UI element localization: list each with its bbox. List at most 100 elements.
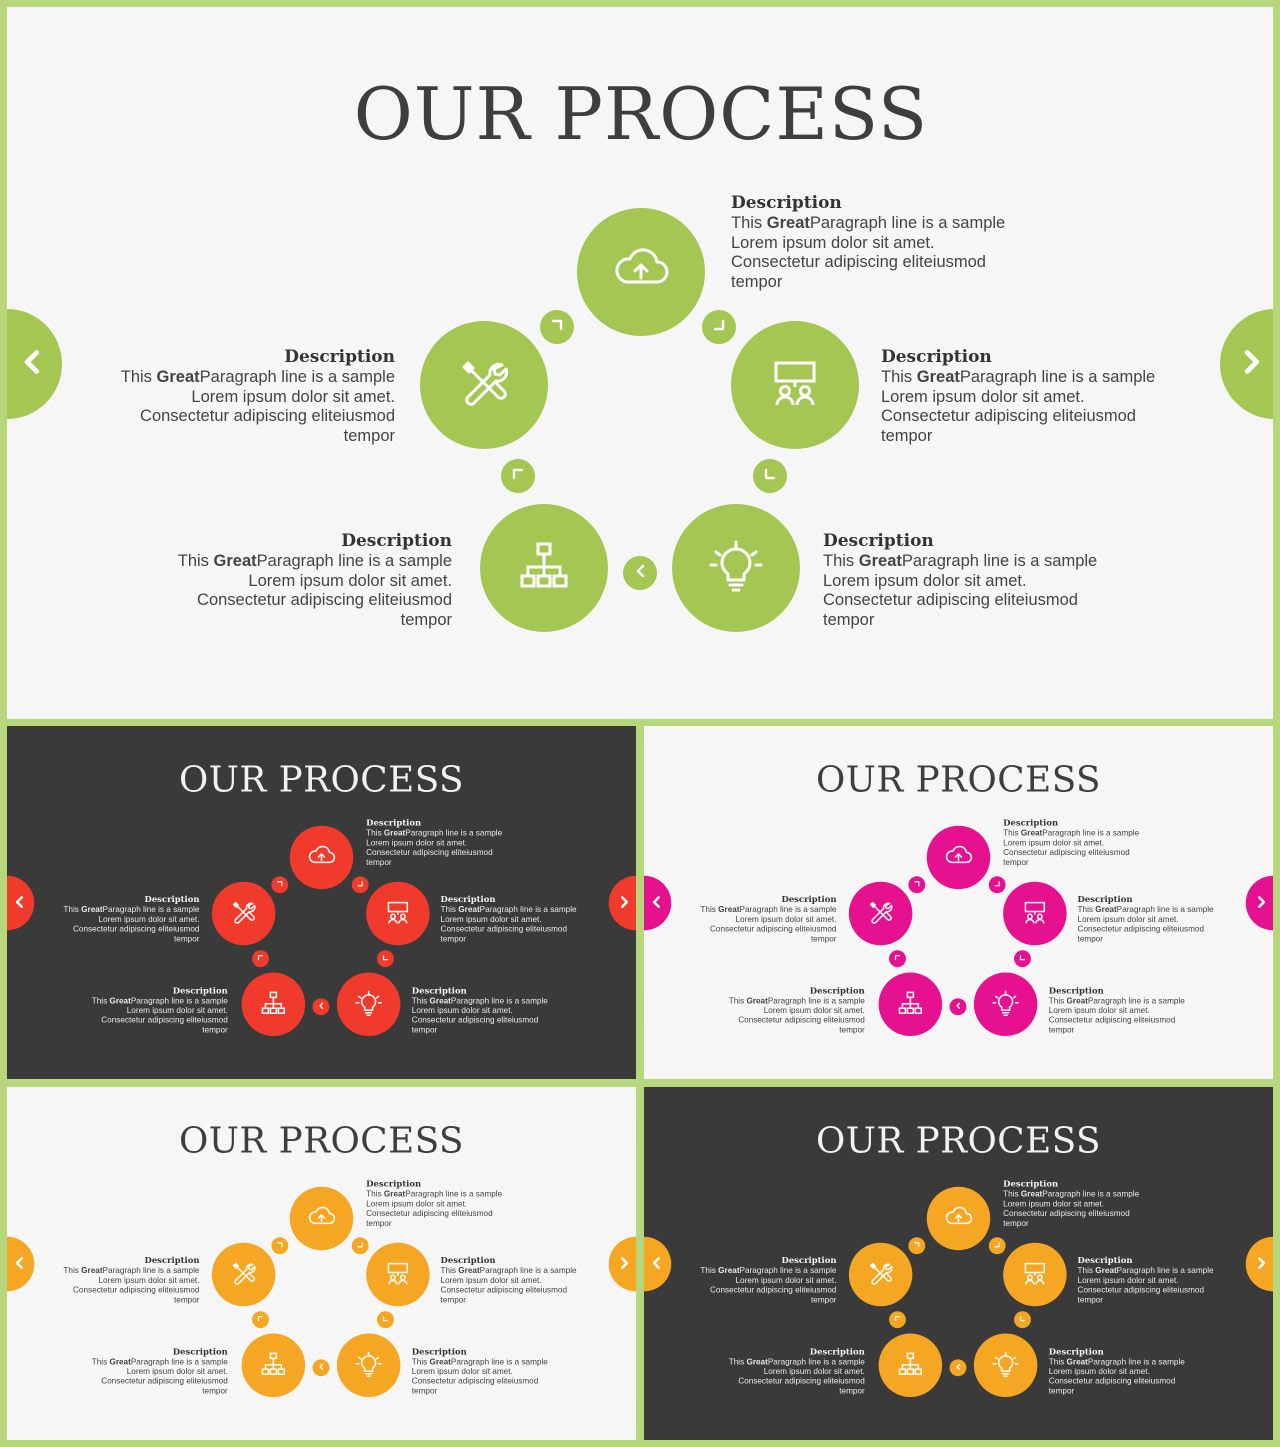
prev-slide-button[interactable]: [7, 1236, 35, 1292]
description-line: Lorem ipsum dolor sit amet.: [440, 914, 542, 924]
text-plain: This: [728, 1357, 747, 1367]
description-line: This GreatParagraph line is a sample: [79, 996, 228, 1006]
description-line: Lorem ipsum dolor sit amet.: [411, 1006, 513, 1015]
description-line: Consectetur adipiscing eliteiusmod: [738, 1376, 865, 1386]
prev-slide-button[interactable]: [7, 309, 62, 419]
description-line: tempor: [1077, 1295, 1104, 1305]
description-line: Lorem ipsum dolor sit amet.: [1077, 1275, 1179, 1285]
description-line: This GreatParagraph line is a sample: [152, 552, 452, 572]
connector-dot: [312, 1359, 330, 1377]
description-heading: Description: [411, 1346, 467, 1357]
org-chart-icon: [895, 987, 927, 1021]
description-line: Lorem ipsum dolor sit amet.: [1048, 1367, 1150, 1376]
description-line: tempor: [366, 857, 392, 867]
connector-dot: [501, 459, 535, 493]
description-line: This GreatParagraph line is a sample: [688, 905, 837, 915]
text-plain: This: [700, 1266, 719, 1276]
text-plain: Paragraph line is a sample: [901, 552, 1098, 570]
next-slide-button[interactable]: [608, 875, 636, 931]
description-line: This GreatParagraph line is a sample: [412, 1357, 561, 1367]
process-step-circle: [973, 972, 1038, 1037]
text-plain: This: [1003, 828, 1021, 838]
description-line: Consectetur adipiscing eliteiusmod: [881, 407, 1136, 425]
text-bold: Great: [81, 1266, 103, 1276]
description-heading: Description: [144, 894, 200, 905]
process-step-circle: [878, 972, 943, 1037]
text-plain: This: [366, 828, 384, 838]
text-plain: Paragraph line is a sample: [1116, 1266, 1214, 1276]
next-slide-button[interactable]: [1220, 309, 1273, 419]
description-line: Consectetur adipiscing eliteiusmod: [709, 924, 837, 934]
text-plain: Paragraph line is a sample: [479, 1266, 577, 1276]
corner-arrow-icon: [710, 316, 728, 339]
corner-arrow-icon: [993, 1240, 1002, 1251]
description-line: Lorem ipsum dolor sit amet.: [763, 1006, 865, 1015]
corner-arrow-icon: [893, 953, 902, 964]
chevron-left-icon: [10, 893, 34, 912]
prev-slide-button[interactable]: [644, 875, 672, 931]
chevron-right-icon: [1246, 1254, 1270, 1273]
prev-slide-button[interactable]: [644, 1236, 672, 1292]
description-line: Lorem ipsum dolor sit amet.: [731, 233, 935, 252]
cloud-upload-icon: [306, 1201, 338, 1235]
description-line: Consectetur adipiscing eliteiusmod: [140, 407, 395, 425]
slide-title: OUR PROCESS: [353, 72, 929, 156]
description-line: Lorem ipsum dolor sit amet.: [440, 1275, 542, 1285]
description-heading: Description: [731, 193, 842, 213]
cloud-upload-icon: [943, 840, 975, 874]
description-heading: Description: [341, 531, 452, 551]
text-bold: Great: [746, 996, 768, 1006]
description-line: tempor: [1048, 1025, 1075, 1035]
process-step-circle: [878, 1333, 943, 1398]
chevron-left-icon: [10, 1254, 34, 1273]
connector-dot: [252, 950, 269, 968]
description-line: Consectetur adipiscing eliteiusmod: [1003, 1209, 1130, 1218]
text-plain: Paragraph line is a sample: [102, 1266, 200, 1276]
corner-arrow-icon: [1018, 1314, 1027, 1325]
text-bold: Great: [429, 996, 451, 1006]
cloud-upload-icon: [943, 1201, 975, 1235]
text-plain: Paragraph line is a sample: [809, 214, 1006, 232]
description-line: tempor: [1003, 1218, 1029, 1228]
text-bold: Great: [109, 996, 131, 1006]
description-line: Consectetur adipiscing eliteiusmod: [1048, 1376, 1176, 1386]
presentation-people-icon: [382, 896, 414, 930]
next-slide-button[interactable]: [1245, 875, 1273, 931]
text-plain: Paragraph line is a sample: [1116, 905, 1214, 915]
description-line: Consectetur adipiscing eliteiusmod: [823, 591, 1078, 609]
text-bold: Great: [109, 1357, 131, 1367]
next-slide-button[interactable]: [1245, 1236, 1273, 1292]
description-line: Consectetur adipiscing eliteiusmod: [738, 1015, 865, 1025]
prev-slide-button[interactable]: [7, 875, 35, 931]
description-line: Lorem ipsum dolor sit amet.: [1077, 914, 1179, 924]
description-line: Lorem ipsum dolor sit amet.: [366, 838, 468, 848]
description-line: Consectetur adipiscing eliteiusmod: [440, 924, 568, 934]
description-heading: Description: [144, 1255, 200, 1266]
description-line: tempor: [173, 1295, 200, 1305]
description-line: Lorem ipsum dolor sit amet.: [191, 387, 395, 406]
process-step-circle: [366, 881, 430, 946]
description-line: tempor: [400, 610, 452, 629]
corner-arrow-icon: [548, 316, 566, 339]
description-line: Consectetur adipiscing eliteiusmod: [731, 253, 986, 271]
next-slide-button[interactable]: [608, 1236, 636, 1292]
tools-icon: [865, 896, 897, 930]
description-line: This GreatParagraph line is a sample: [716, 1357, 865, 1367]
text-plain: Paragraph line is a sample: [739, 905, 837, 915]
process-step-circle: [366, 1242, 430, 1307]
description-line: tempor: [411, 1025, 438, 1035]
text-bold: Great: [746, 1357, 768, 1367]
description-line: Consectetur adipiscing eliteiusmod: [1003, 848, 1130, 857]
